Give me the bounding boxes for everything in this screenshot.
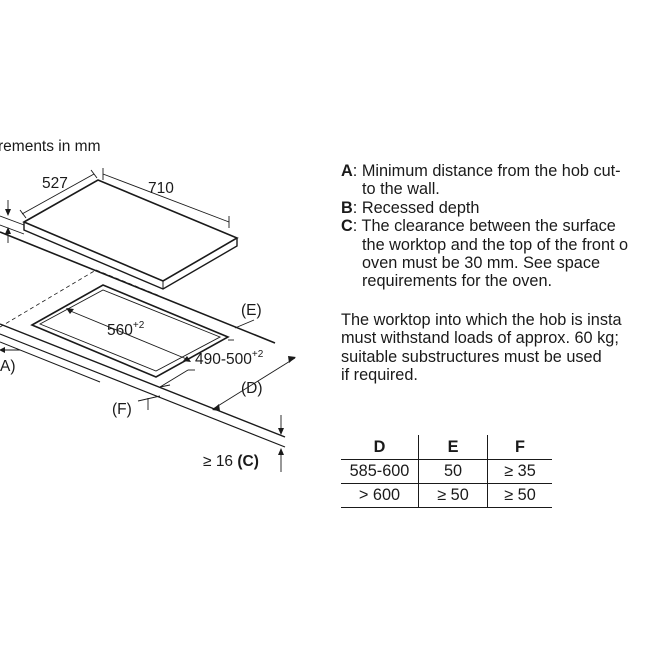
note-b-line1: : Recessed depth [352, 198, 480, 217]
label-a: A) [0, 358, 16, 375]
dimension-e: (E) [234, 302, 262, 329]
dimension-f: (F) [112, 395, 161, 418]
label-d: (D) [241, 380, 263, 397]
table-cell: ≥ 50 [487, 483, 552, 508]
dimension-527: 527 [19, 169, 98, 219]
note-c-key: C [341, 217, 353, 236]
note-c-line2: the worktop and the top of the front o [362, 235, 629, 254]
worktop-line3: suitable substructures must be used [341, 347, 602, 366]
cutout [30, 284, 230, 378]
note-a-line2: to the wall. [362, 180, 440, 199]
notes: A: Minimum distance from the hob cut- to… [341, 162, 655, 384]
note-c: C: The clearance between the surface [341, 217, 655, 235]
table-header-f: F [487, 435, 552, 460]
label-f: (F) [112, 401, 132, 418]
hob-plate [22, 179, 239, 290]
dimension-560: 560+2 [66, 308, 191, 362]
table-header-e: E [418, 435, 488, 460]
dimension-710: 710 [102, 168, 230, 228]
diagram-heading: rements in mm [0, 138, 101, 155]
note-c-line3: oven must be 30 mm. See space [362, 254, 601, 273]
worktop [0, 231, 286, 448]
dimension-d: (D) [212, 356, 296, 411]
dimension-560-label: 560+2 [107, 320, 145, 339]
label-e: (E) [241, 302, 262, 319]
dimension-490-500: 490-500+2 [159, 339, 264, 388]
table-row: 585-600 50 ≥ 35 [341, 459, 552, 484]
note-a: A: Minimum distance from the hob cut- [341, 162, 655, 180]
label-c: ≥ 16 (C) [203, 453, 259, 470]
table-header-row: D E F [341, 435, 552, 460]
table-cell: 585-600 [341, 459, 419, 484]
note-b: B: Recessed depth [341, 199, 655, 217]
table-cell: 50 [418, 459, 488, 484]
note-a-key: A [341, 162, 353, 180]
worktop-line4: if required. [341, 366, 418, 385]
table-header-d: D [373, 437, 386, 456]
table-cell: > 600 [341, 483, 419, 508]
note-c-line1: : The clearance between the surface [352, 217, 616, 236]
dimension-a: A) [0, 347, 20, 375]
worktop-line2: must withstand loads of approx. 60 kg; [341, 329, 619, 348]
dimension-490-500-label: 490-500+2 [195, 349, 264, 368]
dimension-710-label: 710 [148, 180, 174, 197]
note-b-key: B [341, 198, 353, 217]
table-cell: ≥ 35 [487, 459, 552, 484]
clearance-table: D E F 585-600 50 ≥ 35 > 600 ≥ 50 ≥ 50 [341, 435, 552, 508]
table-cell: ≥ 50 [418, 483, 488, 508]
dimension-527-label: 527 [42, 175, 68, 192]
note-a-line1: : Minimum distance from the hob cut- [352, 162, 621, 180]
dimension-c: ≥ 16 (C) [203, 415, 284, 472]
note-c-line4: requirements for the oven. [362, 272, 553, 291]
table-row: > 600 ≥ 50 ≥ 50 [341, 483, 552, 508]
worktop-line1: The worktop into which the hob is insta [341, 310, 622, 329]
